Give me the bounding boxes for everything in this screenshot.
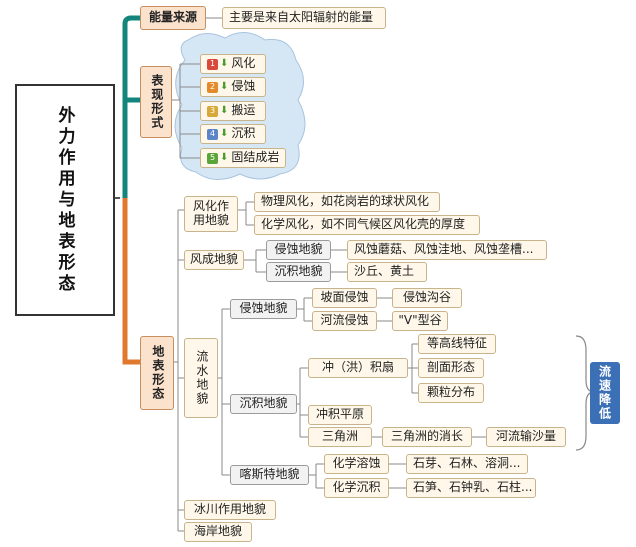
down-arrow-icon: ⬇: [220, 152, 229, 164]
alluvial-plain-node: 冲积平原: [308, 405, 372, 425]
down-arrow-icon: ⬇: [220, 81, 229, 93]
slope-erosion-node: 坡面侵蚀: [312, 288, 377, 308]
fluvial-erosion-node: 侵蚀地貌: [230, 299, 297, 319]
title-box: 外力作用与地表形态: [15, 84, 115, 316]
wind-landform-node: 风成地貌: [184, 250, 244, 270]
chemical-weathering-node: 化学风化，如不同气候区风化壳的厚度: [254, 215, 480, 235]
energy-source-node: 能量来源: [140, 6, 206, 30]
glacial-landform-node: 冰川作用地貌: [184, 500, 276, 520]
fluvial-deposit-node: 沉积地貌: [230, 394, 297, 414]
down-arrow-icon: ⬇: [220, 105, 229, 117]
form-item-weathering: 1⬇风化: [200, 54, 266, 74]
wind-erosion-node: 侵蚀地貌: [266, 240, 331, 260]
gully-node: 侵蚀沟谷: [392, 288, 462, 308]
down-arrow-icon: ⬇: [220, 58, 229, 70]
wind-deposit-desc-node: 沙丘、黄土: [347, 262, 427, 282]
delta-node: 三角洲: [308, 427, 372, 447]
delta-change-node: 三角洲的消长: [382, 427, 472, 447]
karst-erosion-desc-node: 石芽、石林、溶洞...: [406, 454, 528, 474]
fluvial-landform-node: 流水地貌: [184, 338, 218, 418]
wind-deposit-node: 沉积地貌: [266, 262, 331, 282]
fan-particle-node: 颗粒分布: [418, 383, 484, 403]
landform-node: 地表形态: [140, 336, 174, 410]
chemical-solution-node: 化学溶蚀: [324, 454, 389, 474]
flow-slowdown-badge: 流速降低: [590, 362, 620, 424]
fan-contour-node: 等高线特征: [418, 334, 496, 354]
weathering-landform-node: 风化作用地貌: [184, 196, 238, 232]
form-item-deposition: 4⬇沉积: [200, 124, 266, 144]
chemical-deposit-node: 化学沉积: [324, 478, 389, 498]
v-valley-node: "V"型谷: [392, 311, 448, 331]
form-item-erosion: 2⬇侵蚀: [200, 77, 266, 97]
down-arrow-icon: ⬇: [220, 128, 229, 140]
alluvial-fan-node: 冲（洪）积扇: [308, 358, 408, 378]
wind-erosion-desc-node: 风蚀蘑菇、风蚀洼地、风蚀垄槽...: [347, 240, 547, 260]
form-item-transport: 3⬇搬运: [200, 101, 266, 121]
energy-desc-node: 主要是来自太阳辐射的能量: [222, 7, 386, 29]
karst-deposit-desc-node: 石笋、石钟乳、石柱...: [406, 478, 536, 498]
fan-profile-node: 剖面形态: [418, 358, 484, 378]
sediment-load-node: 河流输沙量: [486, 427, 566, 447]
forms-node: 表现形式: [140, 66, 172, 138]
karst-node: 喀斯特地貌: [230, 465, 309, 485]
main-title: 外力作用与地表形态: [54, 105, 75, 295]
coastal-landform-node: 海岸地貌: [184, 522, 252, 542]
river-erosion-node: 河流侵蚀: [312, 311, 377, 331]
form-item-lithification: 5⬇固结成岩: [200, 148, 286, 168]
physical-weathering-node: 物理风化，如花岗岩的球状风化: [254, 192, 440, 212]
